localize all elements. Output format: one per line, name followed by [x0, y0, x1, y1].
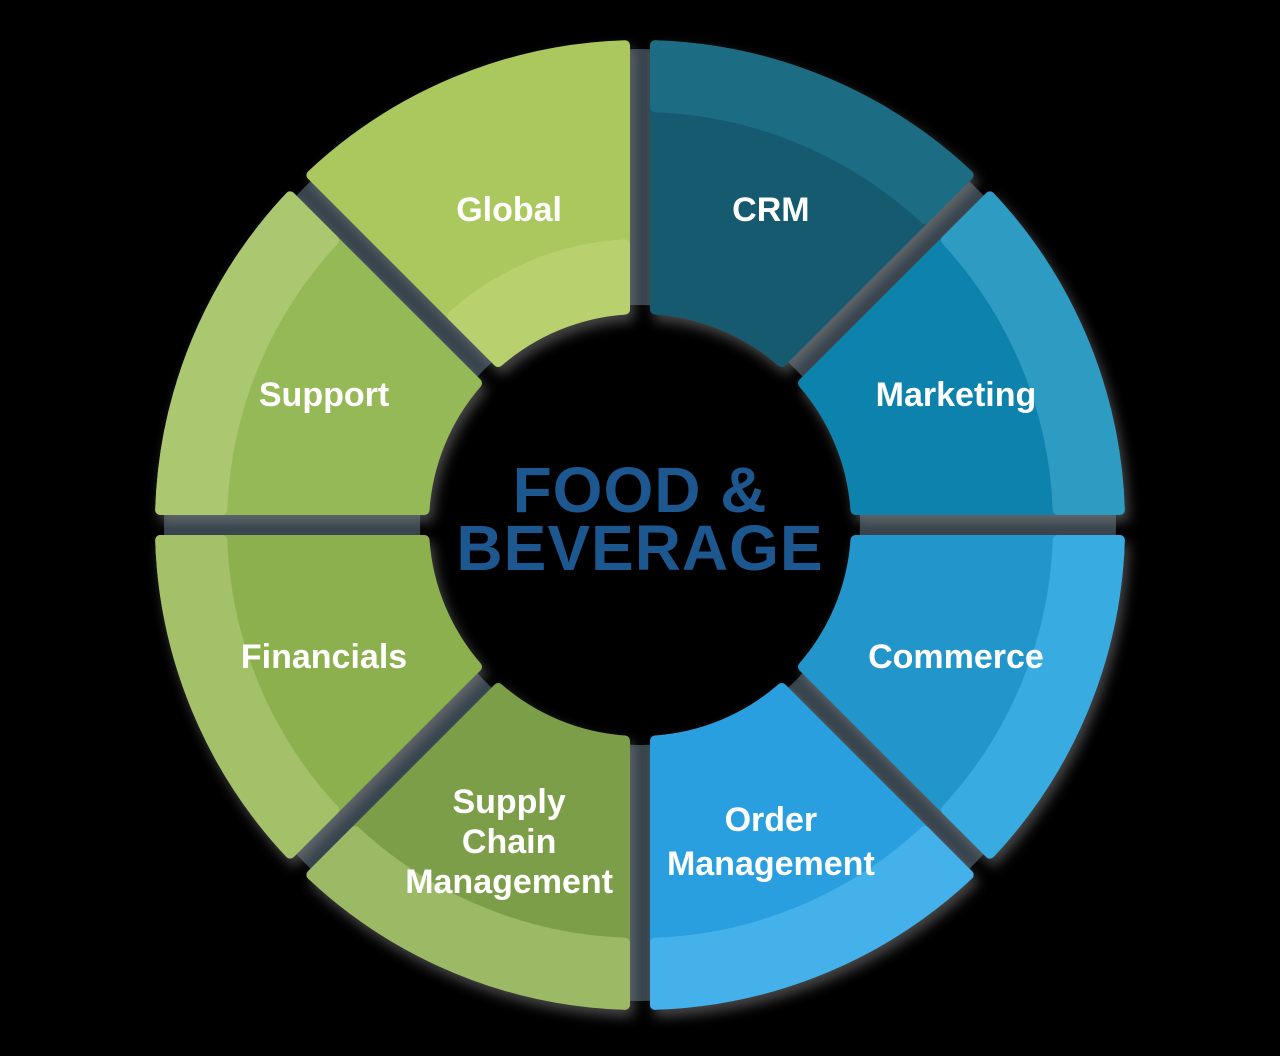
segment-support: Support: [155, 191, 482, 515]
segment-highlight-band: [155, 191, 339, 515]
segment-global: Global: [306, 40, 630, 367]
segment-highlight-band: [447, 239, 630, 367]
segment-label: Financials: [241, 638, 407, 676]
segment-highlight-band: [941, 191, 1125, 515]
segment-highlight-band: [650, 826, 974, 1010]
segment-highlight-band: [155, 535, 339, 859]
segment-highlight-band: [941, 535, 1125, 859]
segment-label: Commerce: [868, 638, 1044, 676]
segment-commerce: Commerce: [798, 535, 1125, 859]
center-title-line1: FOOD &: [513, 454, 768, 526]
segment-financials: Financials: [155, 535, 482, 859]
segment-crm: CRM: [650, 40, 974, 367]
segment-highlight-band: [650, 40, 974, 224]
center-title-line2: BEVERAGE: [456, 512, 823, 584]
segment-marketing: Marketing: [798, 191, 1125, 515]
segment-label: CRM: [732, 191, 809, 229]
segment-label: Support: [259, 376, 389, 414]
segment-label: Marketing: [876, 376, 1037, 414]
segment-label: Global: [456, 191, 562, 229]
divider-ring: [164, 49, 1116, 1001]
segment-highlight-band: [306, 826, 630, 1010]
